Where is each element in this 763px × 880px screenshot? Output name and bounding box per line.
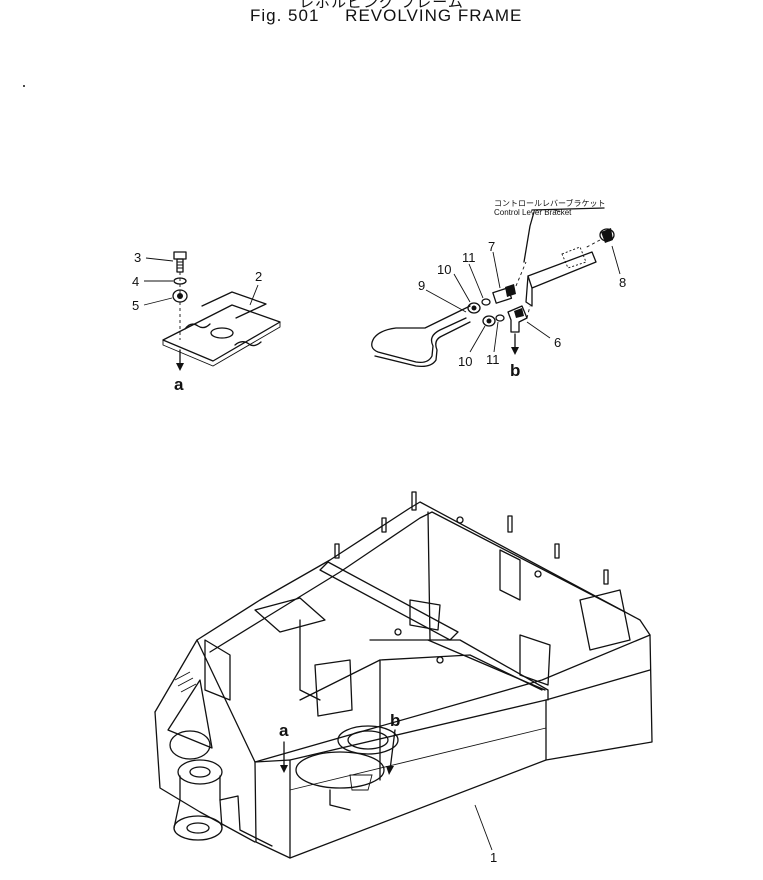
stray-dot [23, 85, 25, 87]
tube-part [371, 305, 471, 364]
callout-9: 9 [418, 278, 426, 293]
callout-10-upper: 10 [437, 262, 452, 277]
plug-part [584, 228, 615, 249]
callout-5: 5 [132, 298, 140, 313]
callout-7: 7 [488, 239, 496, 254]
ref-a-plate: a [174, 375, 184, 394]
sleeve-lower [495, 314, 505, 322]
plate-assembly [143, 251, 281, 371]
callout-4: 4 [132, 274, 140, 289]
sleeve-upper [481, 298, 491, 306]
bracket-label: コントロールレバーブラケット Control Lever Bracket [494, 199, 606, 217]
nut-upper [467, 302, 481, 314]
callout-1: 1 [490, 850, 498, 865]
callout-3: 3 [134, 250, 142, 265]
tube-assembly [371, 207, 621, 368]
ref-b-frame: b [390, 711, 401, 730]
ref-b-tube: b [510, 361, 521, 380]
nut-lower [482, 315, 496, 327]
bolt-part [173, 251, 187, 273]
callout-10-lower: 10 [458, 354, 473, 369]
figure-number: Fig. 501 [250, 6, 320, 25]
title-japanese: レボルビング フレーム [299, 0, 464, 11]
ref-a-frame: a [279, 721, 289, 740]
revolving-frame [154, 491, 653, 859]
callout-8: 8 [619, 275, 627, 290]
bracket-label-japanese: コントロールレバーブラケット [494, 199, 606, 208]
callout-11-lower: 11 [486, 352, 500, 367]
bracket-label-english: Control Lever Bracket [494, 208, 572, 217]
elbow-part [507, 305, 528, 333]
callout-11-upper: 11 [462, 250, 476, 265]
callout-6: 6 [554, 335, 562, 350]
figure-title: Fig. 501 REVOLVING FRAME [250, 6, 522, 26]
connector-part [492, 284, 516, 304]
control-lever-bracket [523, 207, 605, 307]
figure-name: REVOLVING FRAME [345, 6, 523, 25]
callout-2: 2 [255, 269, 263, 284]
